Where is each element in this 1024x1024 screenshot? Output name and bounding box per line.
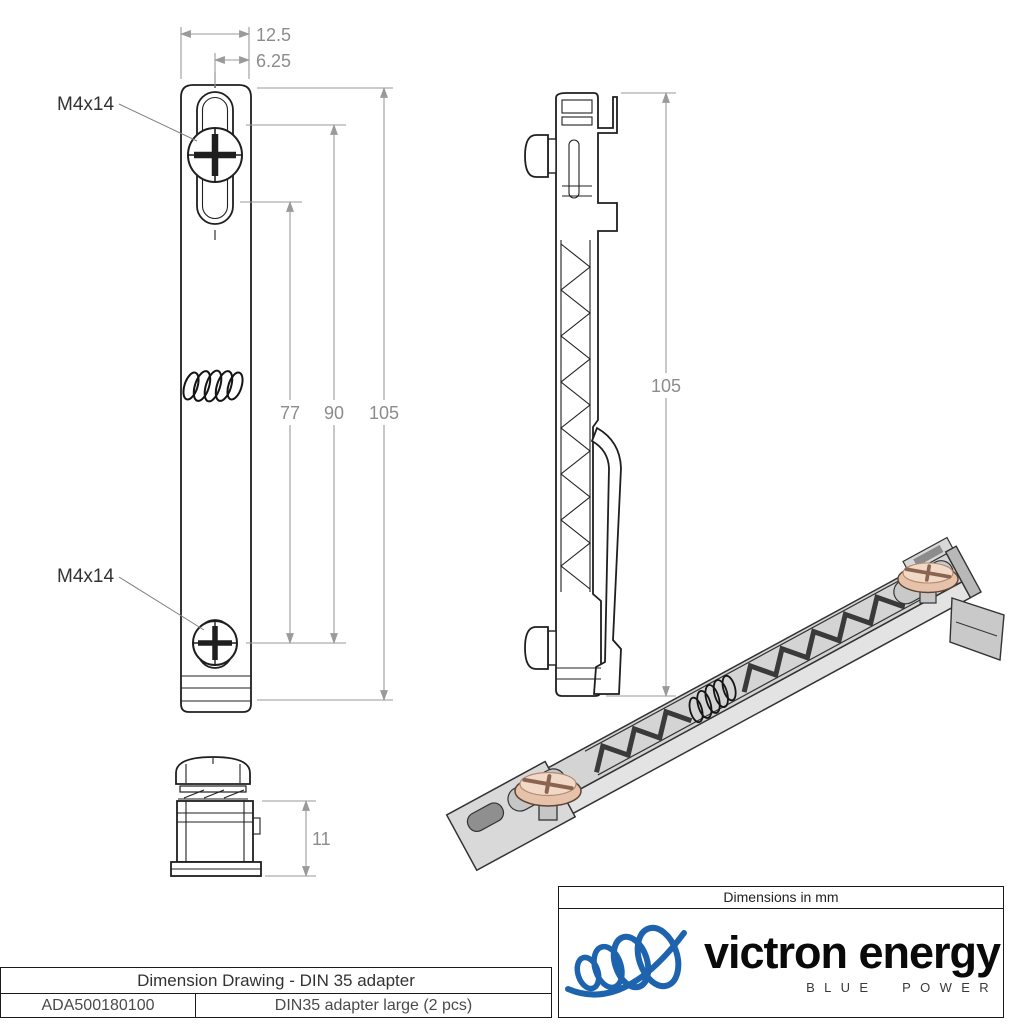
dim-label-width-half: 6.25 <box>256 51 291 71</box>
washer <box>179 785 247 793</box>
iso-truss-left <box>594 708 693 773</box>
screw-label-top: M4x14 <box>57 94 114 115</box>
brand-tagline: BLUE POWER <box>806 979 999 995</box>
title-block-row: ADA500180100 DIN35 adapter large (2 pcs) <box>1 994 551 1017</box>
dim-group-vertical: 77 90 105 <box>240 86 405 702</box>
front-screw-top <box>187 127 243 183</box>
dim-label-77: 77 <box>280 403 300 423</box>
leader-line-bottom <box>118 576 205 631</box>
phillips-cross-icon <box>522 774 574 794</box>
iso-screw-right <box>897 562 959 604</box>
units-note: Dimensions in mm <box>559 887 1003 909</box>
iso-view <box>445 536 1005 872</box>
spring-washer <box>183 789 245 799</box>
article-number: ADA500180100 <box>1 994 196 1017</box>
bottom-body <box>176 800 254 863</box>
side-screw-bottom <box>524 626 557 670</box>
dim-group-top-width: 12.5 6.25 <box>179 25 291 86</box>
logo-swoosh <box>564 930 687 998</box>
screw-label-bottom: M4x14 <box>57 566 114 587</box>
iso-end-cap <box>944 545 982 599</box>
brand-name: victron energy <box>703 926 1001 978</box>
iso-clip-slot <box>913 545 944 567</box>
title-block: Dimension Drawing - DIN 35 adapter ADA50… <box>0 967 552 1018</box>
iso-truss-right <box>741 579 912 693</box>
victron-logo <box>564 924 687 998</box>
iso-screw-left <box>514 771 582 821</box>
front-view: M4x14 M4x14 12.5 6.25 77 90 <box>57 25 405 713</box>
side-screw-top <box>524 134 557 178</box>
side-view: 105 <box>524 91 687 698</box>
dim-group-bottom-height: 11 <box>262 799 331 878</box>
phillips-cross-icon <box>198 626 232 660</box>
dim-label-105: 105 <box>369 403 399 423</box>
logo-loop <box>610 933 652 991</box>
iso-left-slot <box>466 802 505 833</box>
dim-label-90: 90 <box>324 403 344 423</box>
drawing-title: Dimension Drawing - DIN 35 adapter <box>1 968 551 994</box>
brand-text: victron energy BLUE POWER <box>703 926 1001 995</box>
dim-label-side-105: 105 <box>651 376 681 396</box>
side-truss-pattern <box>560 240 591 592</box>
dim-label-11: 11 <box>312 829 331 849</box>
bottom-view: 11 <box>170 756 331 878</box>
dim-label-width: 12.5 <box>256 25 291 45</box>
logo-loop <box>634 924 682 990</box>
leader-line-top <box>118 103 198 142</box>
brand-row: victron energy BLUE POWER <box>559 909 1003 1015</box>
phillips-cross-icon <box>194 134 236 176</box>
info-panel: Dimensions in mm victron energy BLUE POW… <box>558 886 1004 1018</box>
phillips-cross-icon <box>904 564 952 582</box>
front-screw-bottom <box>192 620 238 666</box>
part-description: DIN35 adapter large (2 pcs) <box>274 997 473 1014</box>
logo-loop <box>591 943 625 991</box>
dim-group-side-height: 105 <box>606 91 687 698</box>
side-din-clip-arm <box>590 426 622 695</box>
